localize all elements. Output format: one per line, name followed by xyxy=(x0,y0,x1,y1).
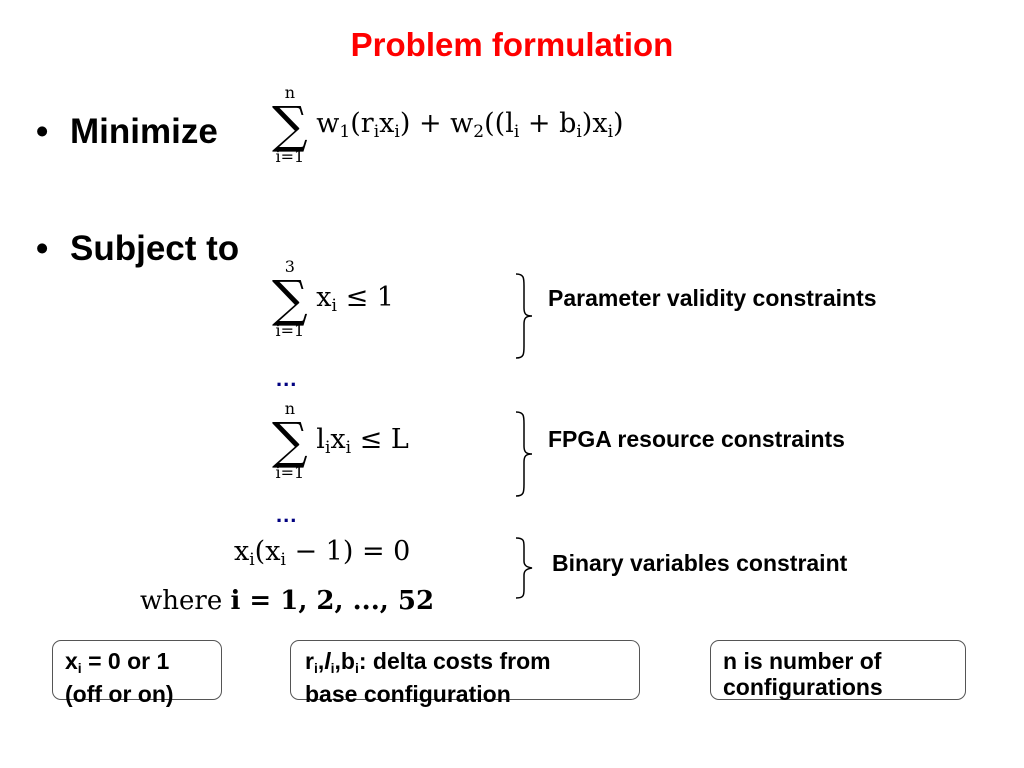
objective-formula: n∑i=1 w1(rixi) + w2((li + bi)xi) xyxy=(272,84,624,166)
ellipsis-1: ... xyxy=(276,366,298,391)
bullet-dot-icon: • xyxy=(36,112,49,151)
page-title-text: Problem formulation xyxy=(350,26,674,63)
constraint-binary: xi(xi − 1) = 0 xyxy=(234,536,411,570)
constraint-parameter-validity: 3∑i=1 xi ≤ 1 xyxy=(272,257,394,340)
label-binary-variables: Binary variables constraint xyxy=(552,550,848,576)
constraint-fpga-resource: n∑i=1 lixi ≤ L xyxy=(272,399,409,482)
label-parameter-validity: Parameter validity constraints xyxy=(548,285,877,311)
bullet-subject-to: • Subject to xyxy=(36,229,239,269)
bullet-minimize: • Minimize xyxy=(36,112,218,152)
note-box-binary: xi = 0 or 1 (off or on) xyxy=(52,640,222,707)
bullet-minimize-text: Minimize xyxy=(70,112,218,151)
note-box-configurations: n is number of configurations xyxy=(710,640,966,700)
label-fpga-resource: FPGA resource constraints xyxy=(548,426,845,452)
note-box-delta-costs: ri,li,bi: delta costs from base configur… xyxy=(290,640,640,707)
curly-brace-icon xyxy=(515,537,533,599)
summation-symbol: n∑i=1 xyxy=(272,83,308,166)
bullet-subject-to-text: Subject to xyxy=(70,229,240,268)
page-title: Problem formulation xyxy=(0,26,1024,64)
bullet-dot-icon: • xyxy=(36,229,49,268)
summation-symbol: 3∑i=1 xyxy=(272,257,308,340)
index-range: where i = 1, 2, ..., 52 xyxy=(140,586,435,616)
curly-brace-icon xyxy=(515,411,533,497)
objective-terms: w1(rixi) + w2((li + bi)xi) xyxy=(316,108,624,142)
summation-symbol: n∑i=1 xyxy=(272,399,308,482)
ellipsis-2: ... xyxy=(276,502,298,527)
curly-brace-icon xyxy=(515,273,533,359)
